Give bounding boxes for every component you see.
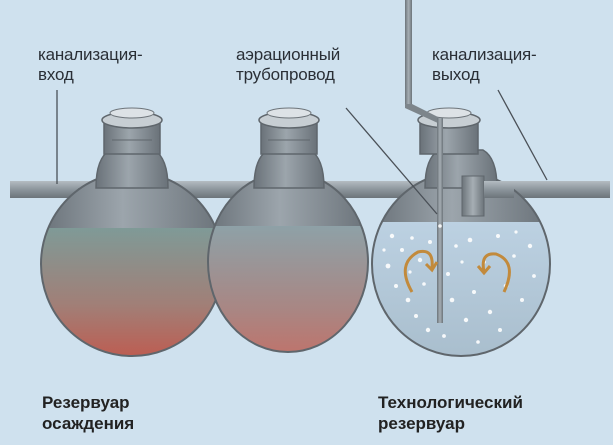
aeration-pipe xyxy=(405,0,443,323)
pointer-lines xyxy=(56,89,548,215)
process-tank xyxy=(371,107,551,357)
settling-tank-2 xyxy=(207,107,369,353)
settling-tank-1 xyxy=(40,107,224,357)
circulation-arrow-left xyxy=(403,249,439,293)
aeration-bubbles xyxy=(382,224,536,344)
inlet-label: канализация- вход xyxy=(38,45,143,84)
process-tank-caption: Технологический резервуар xyxy=(378,393,523,433)
aeration-label: аэрационный трубопровод xyxy=(236,45,341,84)
circulation-arrow-right xyxy=(476,252,511,293)
settling-tank-caption: Резервуар осаждения xyxy=(42,393,135,433)
outlet-label: канализация- выход xyxy=(432,45,537,84)
